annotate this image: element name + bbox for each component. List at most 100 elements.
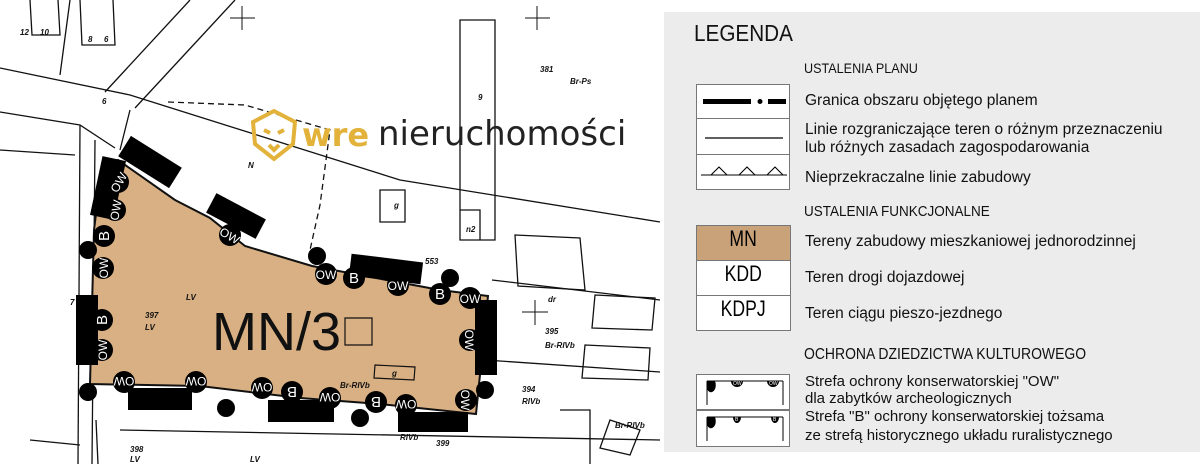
b-marker-label: B [371, 393, 381, 410]
ow-marker [185, 371, 207, 393]
ow-marker [219, 224, 241, 246]
ow-mark: OW [769, 381, 778, 387]
ow-mark: OW [733, 381, 742, 387]
buildings [344, 317, 416, 381]
cadastral-lines [0, 0, 661, 464]
code-text: KDD [724, 261, 763, 286]
b-marker [343, 267, 365, 289]
parcel-label: 399 [436, 439, 450, 448]
ow-marker [387, 274, 409, 296]
ow-marker-label: OW [388, 279, 409, 293]
ow-marker [459, 287, 481, 309]
parcel-label: 397 [145, 311, 159, 320]
legend-item-building-line: Nieprzekraczalne linie zabudowy [805, 169, 1031, 186]
parcel-label: 395 [545, 327, 559, 336]
ow-marker [113, 371, 135, 393]
heritage-section-heading: OCHRONA DZIEDZICTWA KULTUROWEGO [804, 346, 1087, 363]
ow-marker [91, 339, 113, 361]
building-line-symbol [696, 154, 790, 190]
watermark-lion-logo [250, 108, 298, 162]
parcel-label: Br-RIVb [340, 381, 370, 390]
parcel-label: 12 [20, 28, 29, 37]
dashed-boundary [167, 101, 331, 251]
zone-label: MN/3 [212, 302, 341, 362]
b-marker-label: B [96, 231, 113, 241]
ow-marker-label: OW [395, 397, 416, 411]
legend-item-b-2: ze strefą historycznego układu ruralisty… [805, 427, 1113, 444]
legend-code-mn: MN [696, 225, 791, 261]
ow-marker-label: OW [319, 390, 340, 404]
legend-title: LEGENDA [694, 20, 793, 46]
parcel-label: LV [186, 293, 196, 302]
ow-marker [315, 263, 337, 285]
b-marker [429, 283, 451, 305]
parcel-label: Br-RIVb [615, 421, 645, 430]
parcel-label: 381 [540, 65, 554, 74]
parcel-label: 7 [70, 298, 75, 307]
parcel-label: 8 [88, 35, 93, 44]
parcel-label: Br-RIVb [545, 341, 575, 350]
b-mark: B [735, 417, 739, 423]
code-text: MN [729, 226, 758, 251]
ow-marker [455, 389, 477, 411]
ow-marker-label: OW [96, 339, 110, 360]
ow-marker [92, 257, 114, 279]
ow-marker [104, 199, 126, 221]
b-marker-label: B [349, 270, 359, 287]
b-marker [91, 309, 113, 331]
thin-line-symbol [696, 118, 790, 155]
parcel-label: 394 [522, 385, 536, 394]
legend-item-mn: Tereny zabudowy mieszkaniowej jednorodzi… [805, 233, 1136, 250]
parcel-labels: 397LV398LV553395Br-RIVb394RIVb399RIVb381… [20, 28, 645, 464]
ow-marker [107, 171, 129, 193]
legend-item-ow-2: dla zabytków archeologicznych [805, 390, 1012, 407]
parcel-label: Br-Ps [570, 77, 592, 86]
b-marker-label: B [287, 383, 297, 400]
legend-code-kdpj: KDPJ [696, 295, 791, 331]
ow-marker-label: OW [251, 380, 272, 394]
ow-marker [319, 387, 341, 409]
ow-marker-label: OW [462, 330, 476, 351]
parcel-label: N [248, 161, 254, 170]
legend-item-kdpj: Teren ciągu pieszo-jezdnego [805, 305, 1003, 322]
ow-marker [251, 377, 273, 399]
legend-item-lines-2: lub różnych zasadach zagospodarowania [805, 139, 1090, 156]
b-marker [365, 391, 387, 413]
ow-marker [459, 329, 481, 351]
b-marker-label: B [94, 315, 111, 325]
b-marker-label: B [435, 286, 445, 303]
ow-marker-label: OW [113, 374, 134, 388]
parcel-label: 6 [104, 35, 109, 44]
parcel-label: RIVb [522, 397, 540, 406]
legend-item-kdd: Teren drogi dojazdowej [805, 269, 965, 286]
parcel-label: 398 [130, 445, 144, 454]
b-mark: B [773, 417, 777, 423]
parcel-label: 6 [102, 97, 107, 106]
parcel-label: g [393, 201, 399, 210]
parcel-label: g [391, 369, 397, 378]
parcel-label: n2 [466, 225, 476, 234]
parcel-label: RIVb [400, 433, 418, 442]
ow-zone-symbol: OW OW [696, 374, 790, 410]
ow-marker-label: OW [316, 268, 337, 282]
legend-item-lines-1: Linie rozgraniczające teren o różnym prz… [805, 121, 1163, 138]
plan-section-heading: USTALENIA PLANU [804, 60, 918, 76]
legend-panel: LEGENDA USTALENIA PLANU Granica obszaru … [664, 12, 1200, 452]
parcel-label: dr [548, 295, 557, 304]
ow-marker-label: OW [458, 390, 472, 411]
legend-code-kdd: KDD [696, 260, 791, 296]
parcel-label: 10 [40, 28, 49, 37]
cross-markers [230, 6, 550, 325]
watermark-brand-a: wre [302, 116, 370, 154]
legend-item-ow-1: Strefa ochrony konserwatorskiej "OW" [805, 373, 1060, 390]
b-marker [281, 381, 303, 403]
watermark-brand-b: nieruchomości [378, 114, 627, 154]
boundary-symbol [696, 84, 790, 119]
ow-marker [395, 394, 417, 416]
parcel-label: 553 [425, 257, 439, 266]
parcel-label: LV [145, 323, 155, 332]
parcel-label: 9 [478, 93, 483, 102]
